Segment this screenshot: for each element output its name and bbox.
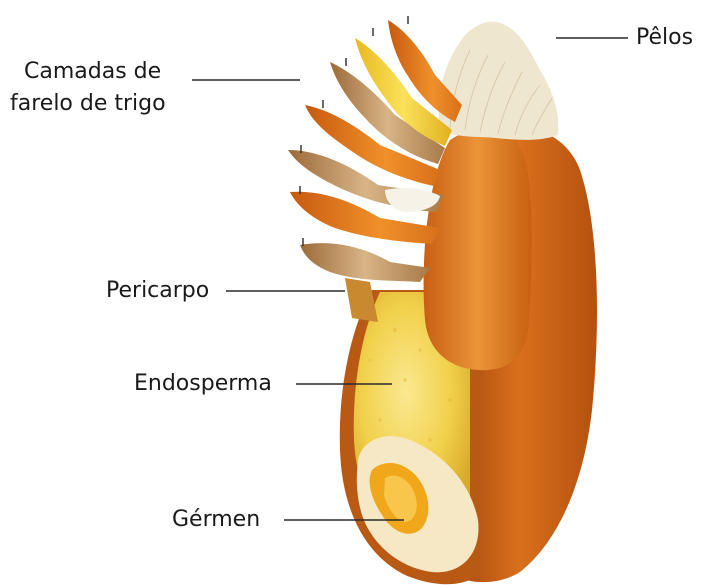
pericarp-block — [345, 278, 378, 322]
label-pericarp: Pericarpo — [106, 278, 209, 303]
label-bran-layers-line1: Camadas de — [24, 59, 161, 84]
front-hull-lobe — [424, 128, 532, 370]
wheat-grain-illustration — [288, 16, 597, 584]
label-bran-layers-line2: farelo de trigo — [10, 91, 166, 116]
bran-layer-6 — [300, 243, 430, 282]
brush-hairs — [439, 22, 559, 140]
label-hairs: Pêlos — [636, 25, 693, 50]
label-germ: Gérmen — [172, 507, 260, 532]
label-endosperm: Endosperma — [134, 371, 272, 396]
